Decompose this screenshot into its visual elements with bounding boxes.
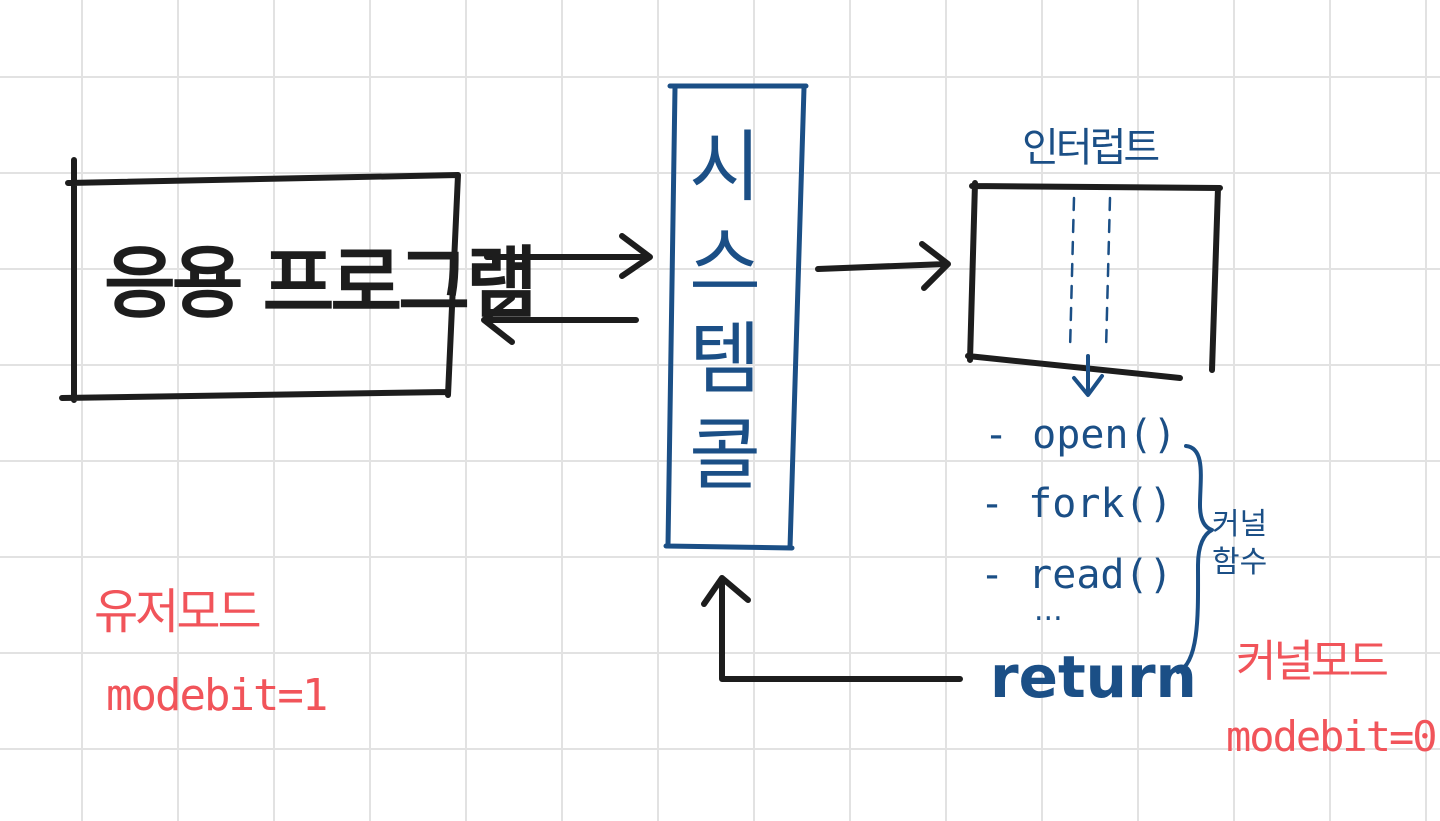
application-box [59, 157, 461, 403]
interrupt-label: 인터럽트 [1022, 125, 1160, 171]
function-open: - open() [984, 412, 1177, 458]
arrow-to-system-call [484, 233, 653, 279]
system-call-box [663, 83, 809, 551]
function-read: - read() [980, 552, 1173, 598]
user-modebit-label: modebit=1 [106, 670, 328, 721]
system-call-label: 시스템콜 [689, 123, 761, 501]
interrupt-box [965, 180, 1223, 381]
arrow-to-application [481, 295, 639, 345]
function-fork: - fork() [980, 481, 1173, 527]
kernel-function-brace [1176, 444, 1214, 674]
arrow-to-interrupt [815, 241, 951, 291]
function-ellipsis: ... [1034, 593, 1063, 628]
return-arrow [701, 575, 963, 682]
return-label: return [990, 643, 1197, 711]
interrupt-dashed-lines [1068, 196, 1112, 352]
user-mode-label: 유저모드 [94, 584, 262, 640]
kernel-modebit-label: modebit=0 [1226, 712, 1438, 761]
kernel-mode-label: 커널모드 [1236, 636, 1389, 687]
application-program-label: 응용 프로그램 [104, 239, 538, 329]
interrupt-down-arrow [1072, 354, 1104, 397]
kernel-function-label: 커널 함수 [1212, 507, 1268, 580]
